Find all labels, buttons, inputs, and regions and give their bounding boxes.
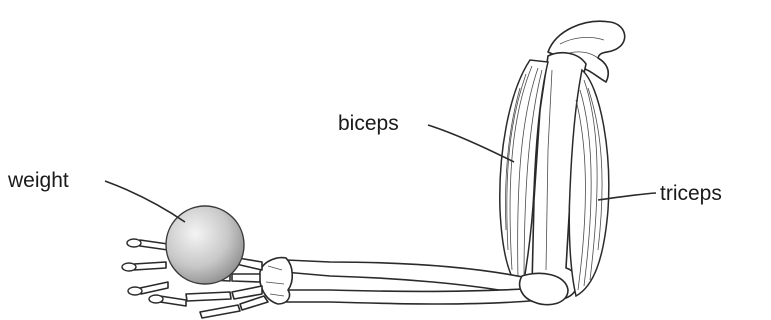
radius-bone <box>284 260 528 294</box>
biceps-leader-line <box>428 125 514 162</box>
triceps-label: triceps <box>660 182 722 205</box>
weight-label: weight <box>7 169 69 192</box>
weight-leader-line <box>105 181 185 222</box>
ulna-bone <box>284 288 540 304</box>
biceps-label: biceps <box>338 112 399 135</box>
